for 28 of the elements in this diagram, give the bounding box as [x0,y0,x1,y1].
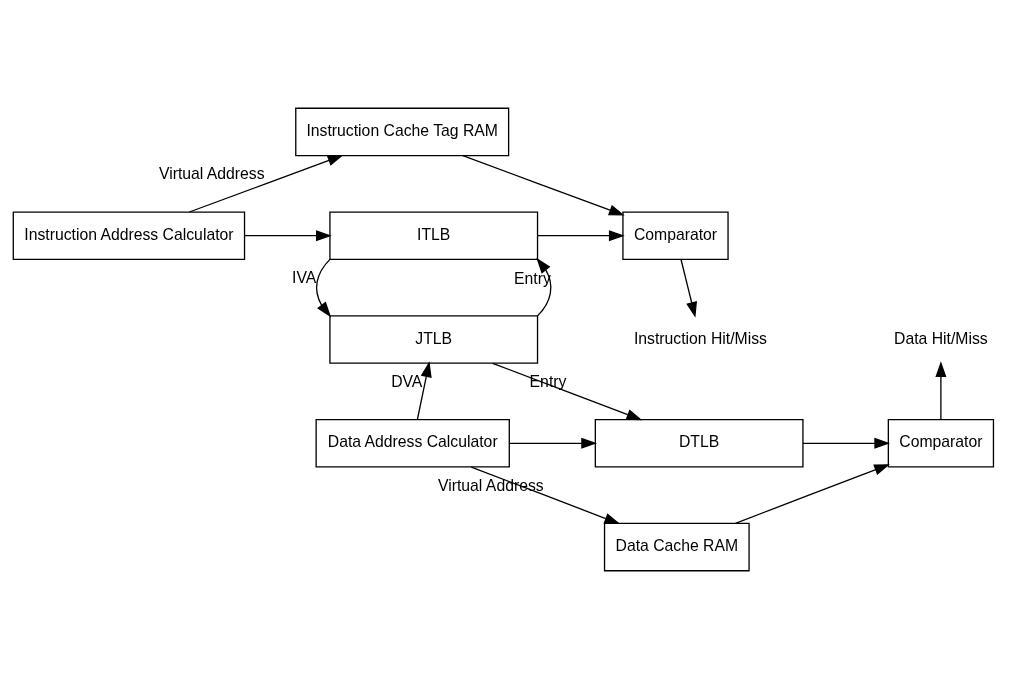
node-box: Instruction Address Calculator [12,211,246,260]
arrow [492,362,643,421]
node-box: Instruction Cache Tag RAM [295,107,510,157]
node-box: Comparator [622,211,729,260]
node-text: Data Hit/Miss [894,329,988,347]
edge-label: IVA [292,268,317,286]
node-text: Instruction Hit/Miss [633,329,767,347]
arrow [536,257,552,317]
node-box: ITLB [329,211,539,260]
arrow [188,155,344,213]
node-box: Comparator [887,419,995,468]
arrow [470,466,621,525]
arrow [680,258,697,318]
arrow [802,437,891,449]
arrow [935,361,947,421]
arrow [416,361,432,421]
arrow [734,464,890,524]
node-box: Data Address Calculator [315,419,510,468]
arrow [316,258,332,318]
arrow [462,155,625,216]
edge-label: DVA [391,373,423,391]
node-box: DTLB [594,419,804,468]
node-box: JTLB [329,315,539,364]
arrow [244,230,332,242]
arrow [508,437,598,449]
edge-label: Virtual Address [158,165,265,183]
arrow [536,230,625,242]
node-box: Data Cache RAM [603,522,750,572]
